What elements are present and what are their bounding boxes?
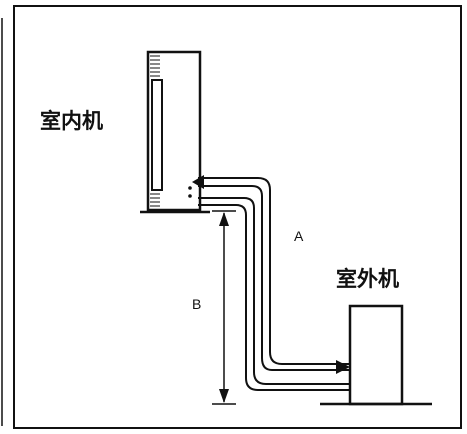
dimension-arrow-down xyxy=(219,389,229,403)
indoor-unit xyxy=(140,50,210,214)
pipe-lower-outer xyxy=(198,197,350,385)
outdoor-unit-body xyxy=(348,304,404,406)
indoor-port-upper xyxy=(188,186,192,190)
refrigerant-pipes xyxy=(198,177,350,391)
indoor-unit-fins xyxy=(150,55,160,207)
pipe-inner xyxy=(198,185,350,371)
arrow-into-indoor-unit xyxy=(192,175,204,189)
pipe-outer xyxy=(198,177,350,365)
indoor-unit-body xyxy=(146,50,202,212)
indoor-unit-label: 室内机 xyxy=(40,109,103,133)
height-dimension xyxy=(212,210,236,405)
dimension-arrow-up xyxy=(219,212,229,226)
arrow-into-outdoor-unit xyxy=(336,360,350,374)
height-difference-label: B xyxy=(192,296,201,312)
outdoor-unit xyxy=(320,304,432,406)
diagram-frame xyxy=(13,5,462,429)
pipe-lower-inner xyxy=(198,204,350,391)
pipe-length-label: A xyxy=(294,228,304,244)
outdoor-unit-label: 室外机 xyxy=(336,267,399,291)
indoor-unit-panel xyxy=(151,79,163,191)
indoor-port-lower xyxy=(188,194,192,198)
